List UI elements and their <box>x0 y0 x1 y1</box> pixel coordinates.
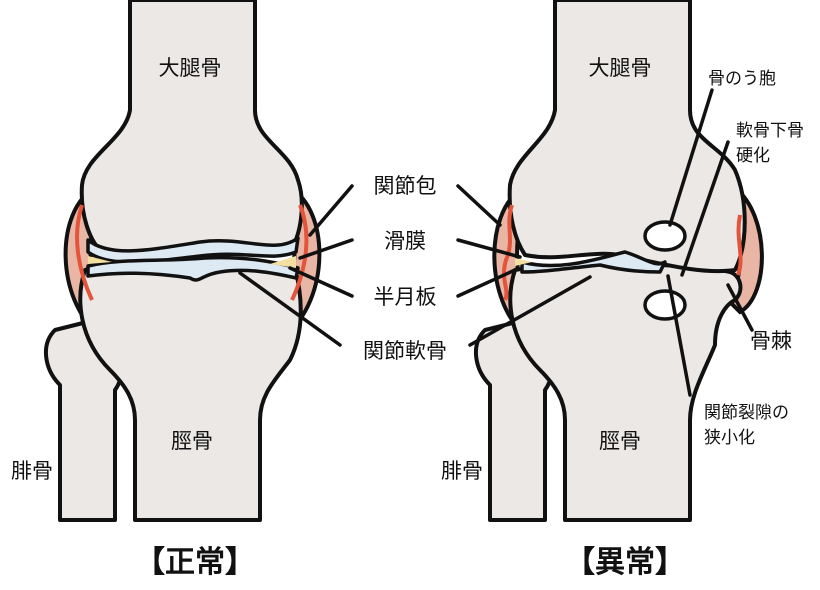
normal-title: 【正常】 <box>135 545 255 580</box>
osteophyte-label: 骨棘 <box>750 329 792 353</box>
abnormal-femur-label: 大腿骨 <box>589 56 652 80</box>
subchondral-sclerosis-label-2: 硬化 <box>736 146 770 166</box>
articular-cartilage-label: 関節軟骨 <box>363 339 447 363</box>
normal-knee <box>43 0 322 522</box>
joint-space-narrowing-label-1: 関節裂隙の <box>704 403 789 423</box>
subchondral-sclerosis-label-1: 軟骨下骨 <box>736 121 804 141</box>
bone-cyst-label: 骨のう胞 <box>708 69 776 89</box>
meniscus-label: 半月板 <box>374 285 437 309</box>
leader-lines <box>238 88 754 397</box>
abnormal-synovium <box>502 204 743 301</box>
normal-femur-label: 大腿骨 <box>159 56 222 80</box>
abnormal-knee <box>473 0 764 522</box>
normal-tibia-label: 脛骨 <box>171 429 213 453</box>
synovium-label: 滑膜 <box>384 229 426 253</box>
abnormal-meniscus <box>515 258 532 266</box>
abnormal-femur <box>507 0 747 274</box>
normal-fibula-label: 腓骨 <box>11 459 53 483</box>
abnormal-cartilage <box>520 250 667 274</box>
bone-cyst-upper <box>643 220 687 252</box>
abnormal-tibia-label: 脛骨 <box>599 429 641 453</box>
normal-femur <box>79 0 304 255</box>
normal-tibial-cartilage <box>86 255 300 282</box>
joint-capsule-label: 関節包 <box>374 174 437 198</box>
bone-cyst-lower <box>643 289 687 321</box>
abnormal-fibula-label: 腓骨 <box>441 459 483 483</box>
abnormal-title: 【異常】 <box>565 545 685 580</box>
joint-space-narrowing-label-2: 狭小化 <box>704 428 755 448</box>
normal-synovium <box>75 204 309 301</box>
